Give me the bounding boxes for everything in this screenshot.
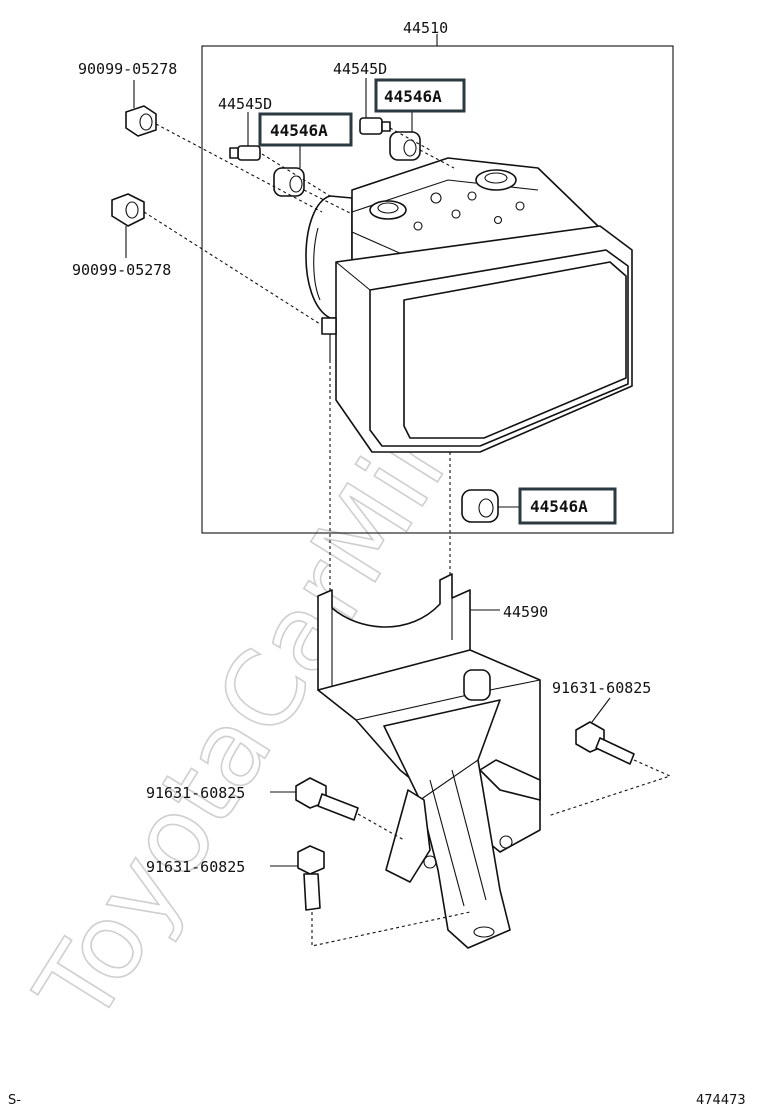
bolt-91631-60825-right [575, 721, 635, 765]
bracket-44590 [317, 573, 541, 949]
label-assembly-44510[interactable]: 44510 [403, 19, 448, 37]
bolt-91631-60825-left [295, 777, 359, 821]
label-bolt-right[interactable]: 91631-60825 [552, 679, 651, 697]
footer-right-code: 474473 [696, 1093, 746, 1108]
cushion-label-box-left [258, 112, 353, 147]
cushion-44546a-bottom [461, 489, 499, 523]
stud-44545d-right [359, 117, 391, 135]
cushion-label-box-right [374, 78, 466, 113]
label-nut-middle[interactable]: 90099-05278 [72, 261, 171, 279]
label-cushion-right[interactable]: 44546A [384, 87, 442, 106]
label-cushion-bottom[interactable]: 44546A [530, 497, 588, 516]
nut-90099-05278-middle [111, 193, 145, 227]
label-cushion-left[interactable]: 44546A [270, 121, 328, 140]
cushion-label-box-bottom [518, 487, 617, 525]
label-stud-right[interactable]: 44545D [333, 60, 387, 78]
label-bolt-left[interactable]: 91631-60825 [146, 784, 245, 802]
nut-90099-05278-top [125, 105, 157, 137]
stud-44545d-left [229, 145, 261, 161]
label-bolt-lower[interactable]: 91631-60825 [146, 858, 245, 876]
abs-actuator [305, 157, 633, 453]
label-stud-left[interactable]: 44545D [218, 95, 272, 113]
cushion-44546a-left [273, 167, 305, 197]
footer-left-code: S- [8, 1093, 21, 1108]
label-bracket-44590[interactable]: 44590 [503, 603, 548, 621]
bolt-91631-60825-lower [297, 845, 325, 911]
cushion-44546a-right [389, 131, 421, 161]
label-nut-top[interactable]: 90099-05278 [78, 60, 177, 78]
